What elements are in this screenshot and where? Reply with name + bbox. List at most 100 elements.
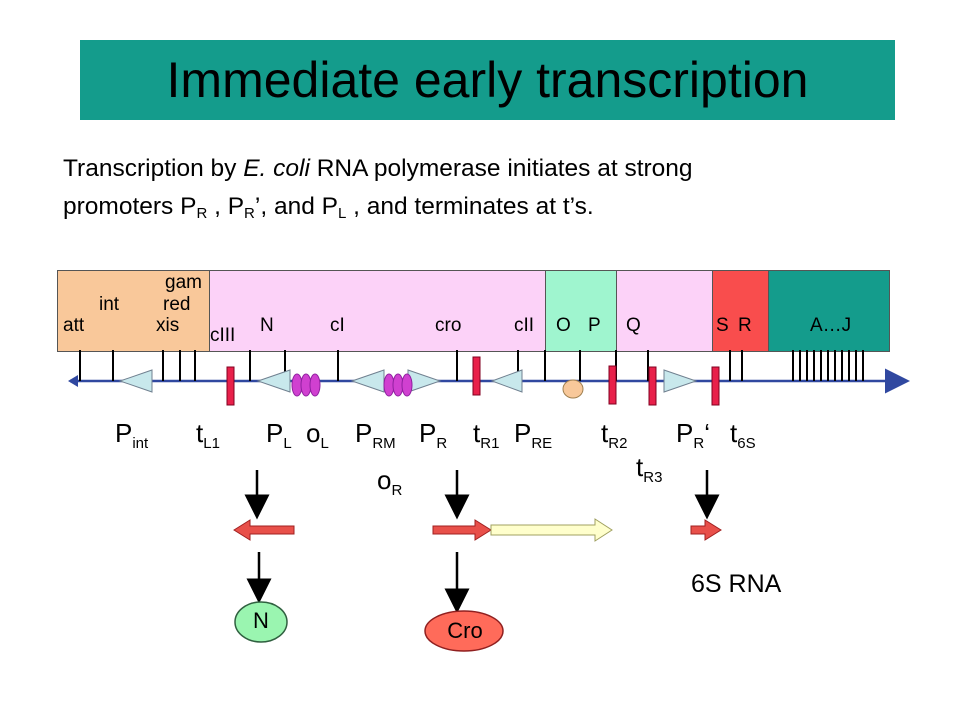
gene-int: int xyxy=(99,294,120,315)
label-base: P xyxy=(355,418,373,448)
segment-q xyxy=(616,270,714,352)
label-sub: L xyxy=(320,435,329,452)
label-t-r2: tR2 xyxy=(601,418,627,452)
gene-cii: cII xyxy=(514,315,535,336)
label-base: P xyxy=(676,418,694,448)
intro-text-part: RNA polymerase initiates at strong xyxy=(309,155,693,182)
segment-main xyxy=(209,270,547,352)
label-t-6s: t6S xyxy=(730,418,756,452)
gene-red: red xyxy=(163,294,191,315)
label-base: P xyxy=(419,418,437,448)
gene-s: S xyxy=(716,315,729,336)
promoter-pr-icon xyxy=(407,369,442,393)
transcript-6s-icon xyxy=(690,519,722,541)
protein-n-label: N xyxy=(253,608,269,633)
intro-ecoli: E. coli xyxy=(243,155,310,182)
terminator-t6s-icon xyxy=(711,366,720,406)
gene-r: R xyxy=(738,315,752,336)
protein-cro-shape xyxy=(424,610,504,652)
label-base: P xyxy=(266,418,284,448)
operator-or-icon xyxy=(383,373,413,397)
gene-aj: A…J xyxy=(810,315,852,336)
label-base: t xyxy=(196,418,204,448)
gene-q: Q xyxy=(626,315,641,336)
intro-line-1: Transcription by E. coli RNA polymerase … xyxy=(63,150,903,188)
intro-text-part: , P xyxy=(207,193,245,220)
gene-ciii: cIII xyxy=(210,325,236,346)
gene-p: P xyxy=(588,315,601,336)
label-t-r3: tR3 xyxy=(636,452,662,486)
label-sub: R1 xyxy=(480,435,500,452)
intro-text-part: ’, and P xyxy=(254,193,338,220)
label-p-r: PR xyxy=(419,418,447,452)
label-p-rm: PRM xyxy=(355,418,396,452)
label-p-l: PL xyxy=(266,418,292,452)
intro-sub: R xyxy=(244,205,255,222)
terminator-tl1-icon xyxy=(226,366,235,406)
label-base: o xyxy=(306,418,321,448)
protein-n-shape xyxy=(234,601,288,643)
promoter-pint-icon xyxy=(118,369,153,393)
segment-op xyxy=(545,270,618,352)
label-suffix: ‘ xyxy=(704,418,710,448)
transcript-late-icon xyxy=(490,518,613,542)
transcript-pl-icon xyxy=(233,519,295,541)
label-sub: RM xyxy=(372,435,396,452)
terminator-tr2-icon xyxy=(608,365,617,405)
page-title: Immediate early transcription xyxy=(166,52,809,108)
label-sub: L1 xyxy=(203,435,220,452)
intro-text-part: promoters P xyxy=(63,193,197,220)
dna-strand xyxy=(68,368,910,394)
promoter-pr-prime-icon xyxy=(663,369,698,393)
label-sub: int xyxy=(132,435,149,452)
intro-sub: R xyxy=(196,205,208,222)
label-base: t xyxy=(601,418,609,448)
promoter-pl-icon xyxy=(256,369,291,393)
gene-gam: gam xyxy=(165,272,202,293)
gene-att: att xyxy=(63,315,85,336)
title-bar: Immediate early transcription xyxy=(80,40,895,120)
label-o-l: oL xyxy=(306,418,329,452)
protein-cro-label: Cro xyxy=(447,618,483,643)
label-base: P xyxy=(514,418,532,448)
gene-boundary-ticks xyxy=(79,350,864,381)
label-sub: R xyxy=(391,482,403,499)
label-p-r-prime: PR‘ xyxy=(676,418,710,452)
promoter-pre-icon xyxy=(490,369,523,393)
segment-aj xyxy=(768,270,890,352)
gene-xis: xis xyxy=(156,315,180,336)
label-base: P xyxy=(115,418,133,448)
operator-ol-icon xyxy=(291,373,321,397)
gene-cro: cro xyxy=(435,315,462,336)
label-6s-rna: 6S RNA xyxy=(691,570,782,598)
promoter-prm-icon xyxy=(350,369,385,393)
label-base: t xyxy=(730,418,738,448)
intro-text-part: , and terminates at t’s. xyxy=(346,193,594,220)
segment-sr xyxy=(712,270,770,352)
label-sub: R3 xyxy=(643,469,663,486)
gene-ci: cI xyxy=(330,315,345,336)
label-p-re: PRE xyxy=(514,418,552,452)
intro-sub: L xyxy=(337,205,347,222)
label-t-l1: tL1 xyxy=(196,418,220,452)
intro-text: Transcription by E. coli RNA polymerase … xyxy=(63,150,903,233)
label-t-r1: tR1 xyxy=(473,418,499,452)
pre-site-icon xyxy=(562,379,584,399)
label-base: o xyxy=(377,465,392,495)
label-base: t xyxy=(636,452,644,482)
terminator-tr1-icon xyxy=(472,356,481,396)
intro-line-2: promoters PR , PR’, and PL , and termina… xyxy=(63,188,903,233)
transcript-pr-icon xyxy=(432,519,492,541)
label-base: t xyxy=(473,418,481,448)
label-sub: RE xyxy=(531,435,553,452)
label-sub: L xyxy=(283,435,292,452)
terminator-tr3-icon xyxy=(648,366,657,406)
gene-n: N xyxy=(260,315,274,336)
label-sub: R xyxy=(436,435,448,452)
label-p-int: Pint xyxy=(115,418,148,452)
segment-att-region xyxy=(57,270,211,352)
label-sub: 6S xyxy=(737,435,756,452)
gene-o: O xyxy=(556,315,571,336)
label-o-r: oR xyxy=(377,465,402,499)
